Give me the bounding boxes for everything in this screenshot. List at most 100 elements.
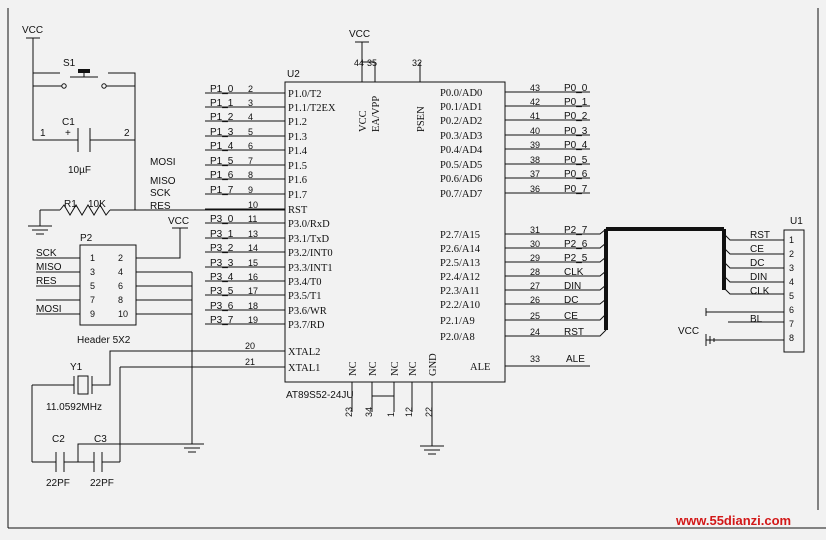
mcu-left-pin-name: P3.7/RD [288,320,325,331]
mcu-top-pin-num: 44 [354,58,364,68]
mcu-right-pin-name: P0.3/AD3 [440,131,482,142]
header-ref: P2 [80,233,93,244]
header-right-num: 2 [118,253,123,263]
net-mosi-top: MOSI [150,157,176,168]
mcu-left-pin-name: P3.5/T1 [288,291,322,302]
mcu-right-net: P2_6 [564,239,588,250]
c3-ref: C3 [94,434,107,445]
mcu-right-pin-name: P0.5/AD5 [440,160,482,171]
mcu-right-pin-num: 24 [530,327,540,337]
mcu-left-pin-num: 18 [248,301,258,311]
mcu-right-pin-name: P0.7/AD7 [440,189,482,200]
c1-plus: + [65,128,71,139]
mcu-right-pin-num: 27 [530,281,540,291]
mcu-left-pin-name: P3.3/INT1 [288,263,333,274]
mcu-left-pin-name: P1.2 [288,117,307,128]
mcu-left-net: P1_7 [210,185,234,196]
header-left-num: 1 [90,253,95,263]
mcu-left-net: P1_3 [210,127,234,138]
mcu-xtal-pin-name: XTAL1 [288,363,320,374]
mcu-left-pin-name: P1.0/T2 [288,89,322,100]
vcc-label-lcd: VCC [678,326,699,337]
header-signal-label: RES [36,276,57,287]
mcu-right-net: DIN [564,281,581,292]
net-sck-top: SCK [150,188,171,199]
r1-value: 10K [88,199,106,210]
mcu-left-net: P3_3 [210,258,234,269]
mcu-left-pin-num: 5 [248,127,253,137]
mcu-left-pin-name: RST [288,205,308,216]
mcu-bottom-pin-num: 1 [386,412,396,417]
mcu-right-pin-num: 39 [530,140,540,150]
mcu-right-pin-name: P2.3/A11 [440,286,480,297]
header-left-num: 9 [90,309,95,319]
mcu-right-pin-num: 37 [530,169,540,179]
mcu-right-pin-num: 30 [530,239,540,249]
mcu-top-pin-num: 35 [367,58,377,68]
mcu-right-pin-name: P2.6/A14 [440,244,481,255]
lcd-pin-net: RST [750,230,770,241]
mcu-left-pin-num: 2 [248,84,253,94]
c1-value: 10µF [68,165,91,176]
mcu-right-pin-name: P0.2/AD2 [440,116,482,127]
mcu-left-pin-name: P1.3 [288,132,307,143]
mcu-body [284,81,506,383]
mcu-right-pin-name: P0.1/AD1 [440,102,482,113]
lcd-pin-num: 6 [789,305,794,315]
mcu-left-net: P3_1 [210,229,234,240]
crystal-ref: Y1 [70,362,83,373]
vcc-symbol-reset: VCC [22,25,43,73]
mcu-bottom-pin-num: 12 [404,407,414,417]
mcu-left-pin-num: 9 [248,185,253,195]
mcu-left-pin-num: 8 [248,170,253,180]
header-right-num: 10 [118,309,128,319]
mcu-top-pin-name: PSEN [416,106,427,132]
r1-ref: R1 [64,199,77,210]
mcu-right-pin-num: 26 [530,295,540,305]
mcu-gnd-symbol [420,445,444,455]
mcu-left-net: P1_6 [210,170,234,181]
lcd-body [783,229,805,353]
mcu-left-net: P1_2 [210,112,234,123]
mcu-right-pin-name: P2.0/A8 [440,332,475,343]
mcu-left-pin-num: 13 [248,229,258,239]
mcu-right-net: P0_0 [564,83,588,94]
mcu-left-pin-name: P1.5 [288,161,307,172]
mcu-ale: ALE 33 ALE [470,354,590,373]
mcu-bottom-pin-num: 22 [424,407,434,417]
mcu-left-pin-num: 10 [248,200,258,210]
mcu-left-net: P3_7 [210,315,234,326]
mcu-bottom-pin-num: 23 [344,407,354,417]
nc-link [371,395,395,412]
mcu-right-pin-name: P0.4/AD4 [440,145,483,156]
header-right-num: 6 [118,281,123,291]
c1-pin2: 2 [124,128,130,139]
lcd-pin-num: 4 [789,277,794,287]
lcd-pin-net: DIN [750,272,767,283]
mcu-left-net: P1_4 [210,141,234,152]
mcu-left-pin-name: P3.4/T0 [288,277,322,288]
mcu-xtal-pin-num: 21 [245,357,255,367]
mcu-right-pin-num: 42 [530,97,540,107]
mcu-right-net: P0_6 [564,169,588,180]
ale-name: ALE [470,362,490,373]
lcd-pin-net: DC [750,258,764,269]
frame-line [7,8,826,529]
mcu-left-pin-name: P1.4 [288,146,308,157]
mcu-right-pin-num: 38 [530,155,540,165]
mcu-right-pin-name: P2.1/A9 [440,316,475,327]
header-name: Header 5X2 [77,335,131,346]
mcu-top-pin-num: 32 [412,58,422,68]
mcu-right-pin-num: 31 [530,225,540,235]
mcu-left-pin-name: P1.1/T2EX [288,103,336,114]
mcu-right-pin-num: 40 [530,126,540,136]
vcc-label-mcu: VCC [349,29,370,40]
mcu-left-net: P1_0 [210,84,234,95]
mcu-right-pin-name: P2.7/A15 [440,230,480,241]
